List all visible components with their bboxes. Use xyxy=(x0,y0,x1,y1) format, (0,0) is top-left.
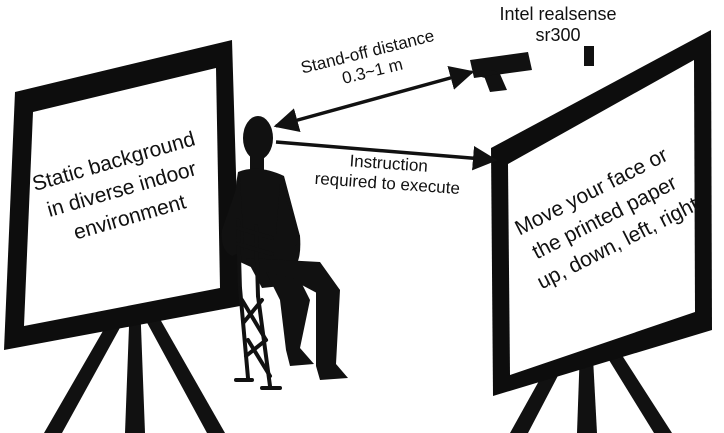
camera-label-line2: sr300 xyxy=(535,24,581,45)
instruction-arrow xyxy=(275,140,498,171)
right-projection-screen xyxy=(491,30,712,433)
director-chair xyxy=(234,218,282,390)
left-board-face xyxy=(24,68,220,326)
camera-label: Intel realsense sr300 xyxy=(478,4,638,45)
camera-label-line1: Intel realsense xyxy=(499,4,617,24)
stand-off-distance-arrow xyxy=(273,66,475,132)
right-board-face xyxy=(508,60,695,375)
camera-icon xyxy=(470,52,532,92)
left-projection-screen xyxy=(4,40,240,433)
left-tripod-icon xyxy=(44,72,225,433)
